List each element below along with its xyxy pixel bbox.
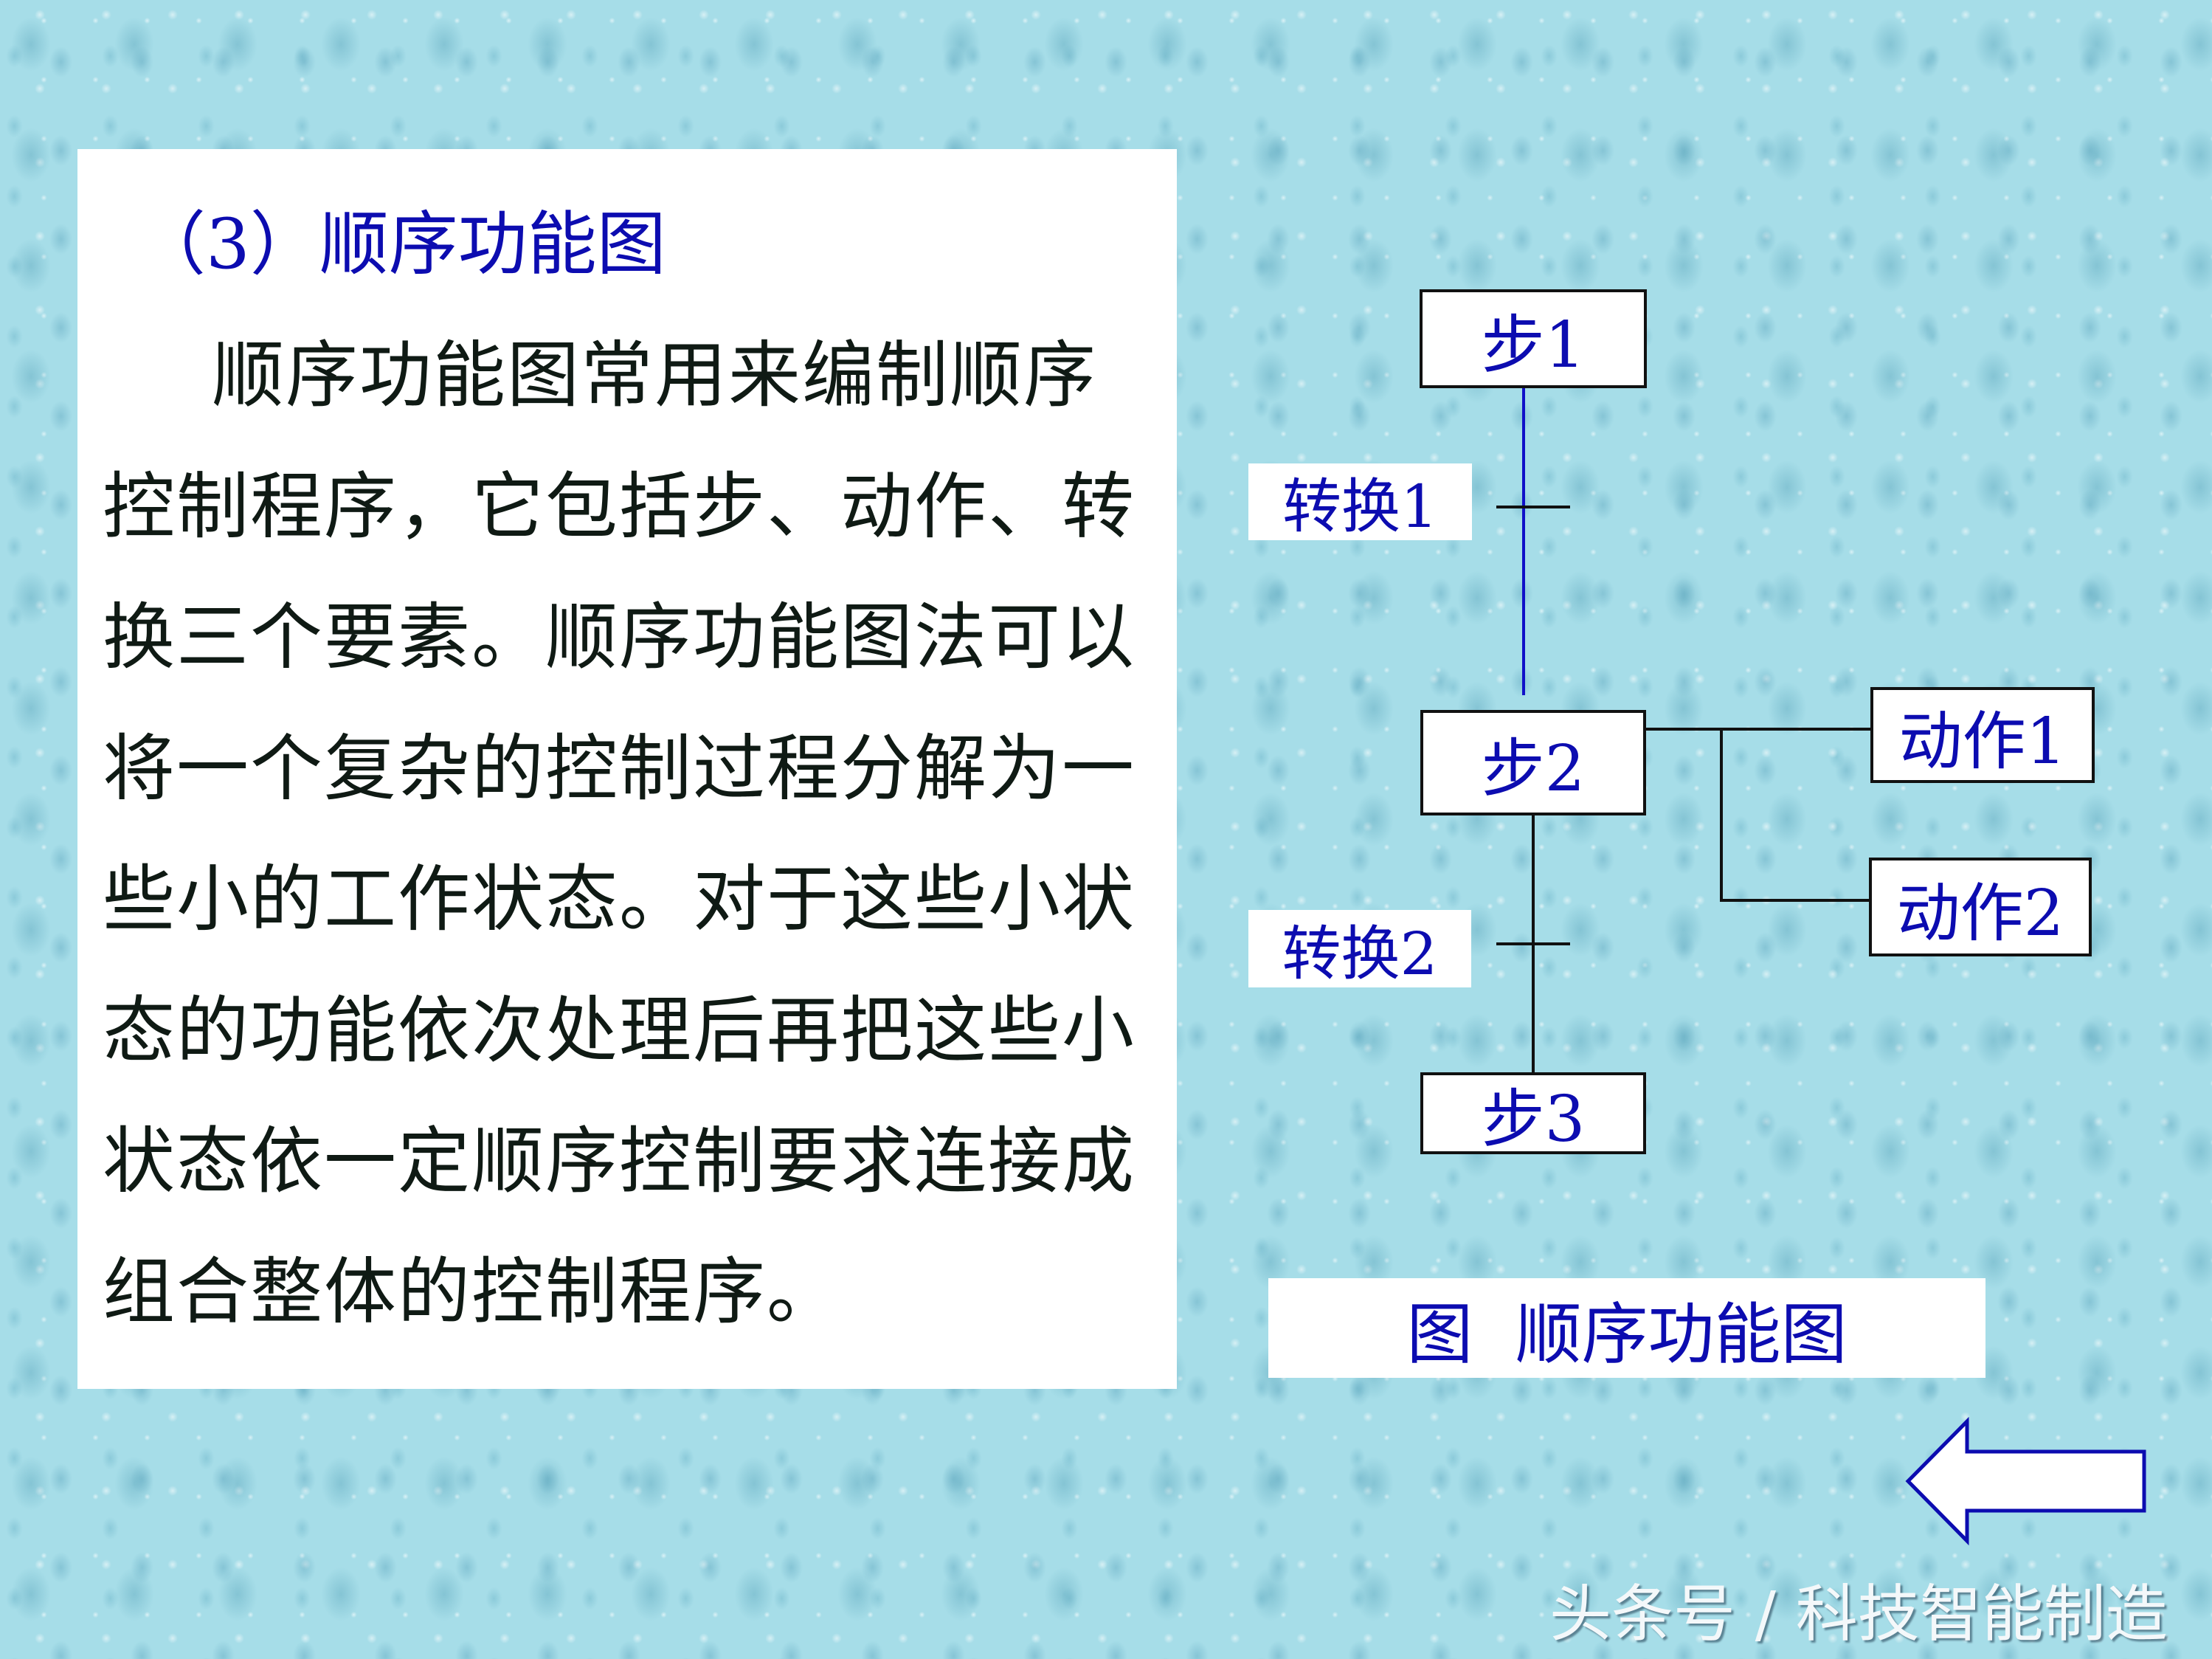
step-2-box: 步2 [1420,710,1646,815]
transition-2-tick [1496,942,1570,945]
step-2-label: 步2 [1481,732,1586,806]
action-1-box: 动作1 [1870,687,2095,783]
link-step2-action1 [1646,728,1872,731]
body-line-7: 状态依一定顺序控制要求连接成 [103,1120,1136,1204]
step-1-box: 步1 [1420,289,1647,388]
step-3-box: 步3 [1420,1072,1646,1156]
transition-1-label: 转换1 [1282,472,1438,541]
body-line-3: 换三个要素。顺序功能图法可以 [103,596,1136,680]
body-line-1: 顺序功能图常用来编制顺序 [212,334,1098,418]
step-1-label: 步1 [1481,308,1586,382]
watermark: 头条号 / 科技智能制造 [1549,1578,2168,1650]
link-branch-vertical [1720,728,1723,902]
left-arrow-icon[interactable] [1904,1417,2154,1546]
text-panel: （3）顺序功能图 顺序功能图常用来编制顺序 控制程序，它包括步、动作、转 换三个… [77,149,1177,1389]
link-step1-step2 [1522,384,1525,695]
transition-2-label-box: 转换2 [1248,910,1471,988]
body-line-4: 将一个复杂的控制过程分解为一 [103,727,1136,811]
action-1-label: 动作1 [1898,704,2067,779]
body-line-8: 组合整体的控制程序。 [103,1250,841,1334]
link-step2-action2 [1720,899,1870,902]
transition-1-tick [1496,506,1570,508]
section-title: （3）顺序功能图 [136,204,666,285]
transition-2-label: 转换2 [1282,919,1438,988]
body-line-5: 些小的工作状态。对于这些小状 [103,858,1136,942]
figure-caption: 图 顺序功能图 [1268,1278,1985,1378]
body-line-6: 态的功能依次处理后再把这些小 [103,989,1136,1073]
transition-1-label-box: 转换1 [1248,463,1472,541]
step-3-label: 步3 [1481,1083,1586,1156]
action-2-label: 动作2 [1896,876,2064,951]
action-2-box: 动作2 [1869,858,2092,956]
body-line-2: 控制程序，它包括步、动作、转 [103,465,1136,549]
